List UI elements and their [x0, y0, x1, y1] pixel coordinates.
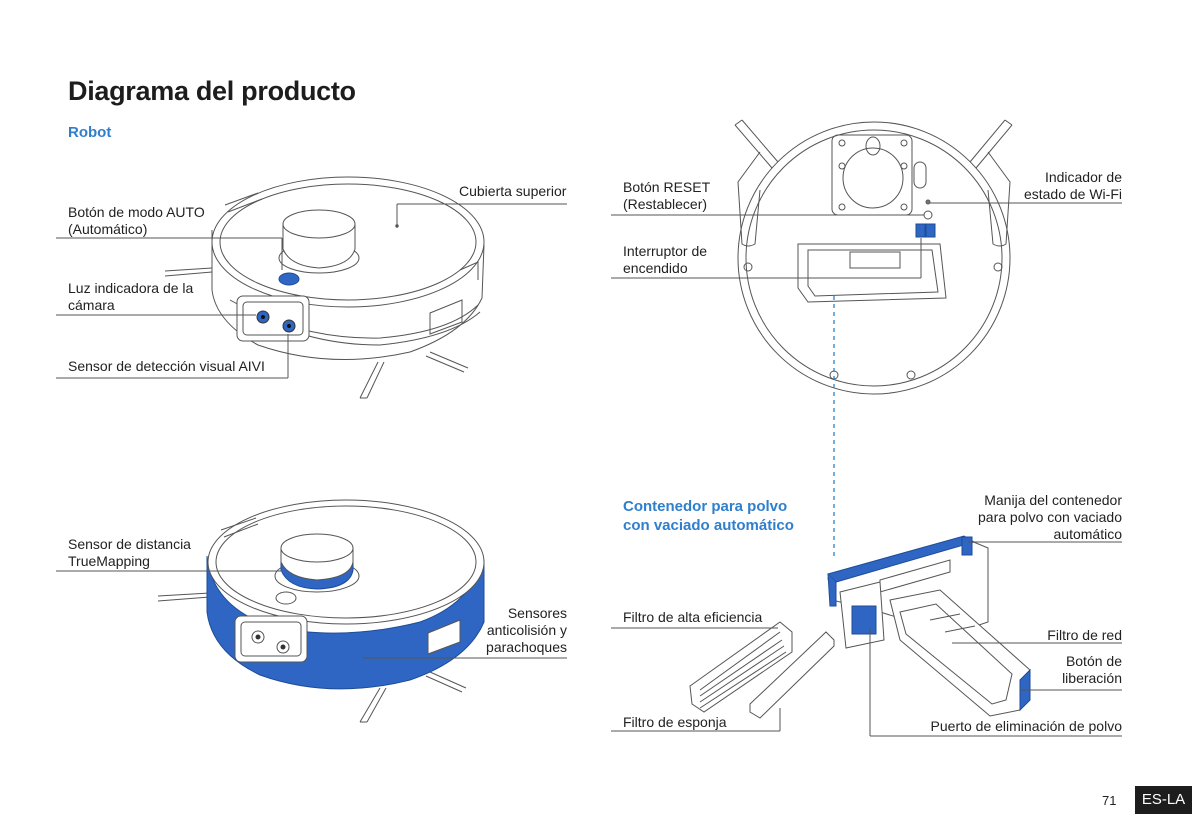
language-badge: ES-LA: [1135, 786, 1192, 814]
dustbin-illustration: [690, 536, 1030, 718]
robot-bumper-illustration: [158, 500, 484, 722]
robot-top-illustration: [165, 177, 484, 398]
page-number: 71: [1102, 793, 1116, 808]
robot-bottom-illustration: [735, 120, 1012, 394]
